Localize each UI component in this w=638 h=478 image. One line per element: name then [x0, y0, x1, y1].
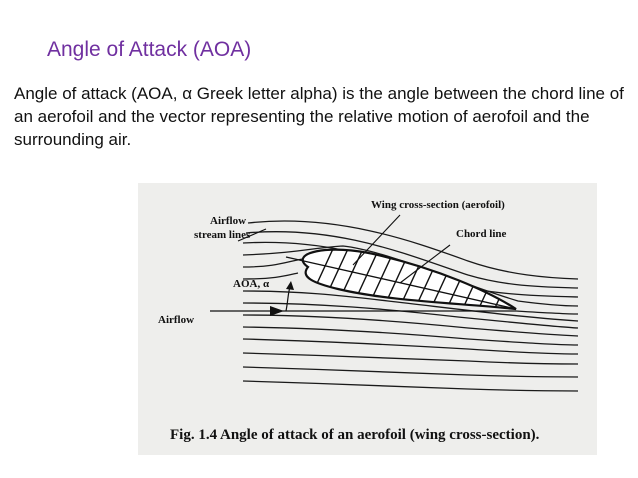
wing-label-leader [352, 214, 401, 266]
airflow-label: Airflow [158, 314, 195, 326]
airflow-stream-lines-label-line1: Airflow [210, 215, 247, 227]
aoa-label: AOA, α [233, 278, 270, 290]
slide-title: Angle of Attack (AOA) [47, 38, 252, 61]
aerofoil-shape [301, 248, 517, 311]
stream-label-leader [237, 228, 267, 242]
stream-line [242, 380, 579, 392]
airflow-stream-lines-label-line2: stream lines [194, 229, 251, 241]
stream-line [242, 258, 304, 268]
airflow-arrow-head [270, 306, 284, 316]
figure-caption: Fig. 1.4 Angle of attack of an aerofoil … [170, 427, 540, 443]
stream-line [242, 314, 579, 337]
aerofoil-figure: Wing cross-section (aerofoil) Chord line… [138, 183, 597, 455]
stream-line [242, 326, 579, 346]
aerofoil-diagram [210, 214, 579, 392]
stream-line [247, 220, 579, 280]
wing-cross-section-label: Wing cross-section (aerofoil) [371, 199, 505, 211]
aoa-angle-arc [285, 286, 291, 312]
stream-line [245, 231, 579, 289]
slide-body-text: Angle of attack (AOA, α Greek letter alp… [14, 84, 624, 149]
aoa-arc-arrow [286, 281, 294, 290]
stream-line [242, 290, 579, 322]
stream-line [242, 338, 579, 355]
stream-line [242, 302, 579, 329]
chord-line-label: Chord line [456, 228, 507, 240]
chord-label-leader [399, 244, 451, 284]
stream-line [242, 366, 579, 378]
chord-line [285, 256, 517, 310]
stream-line [242, 272, 579, 315]
stream-line [242, 352, 579, 365]
stream-lines [242, 220, 579, 392]
